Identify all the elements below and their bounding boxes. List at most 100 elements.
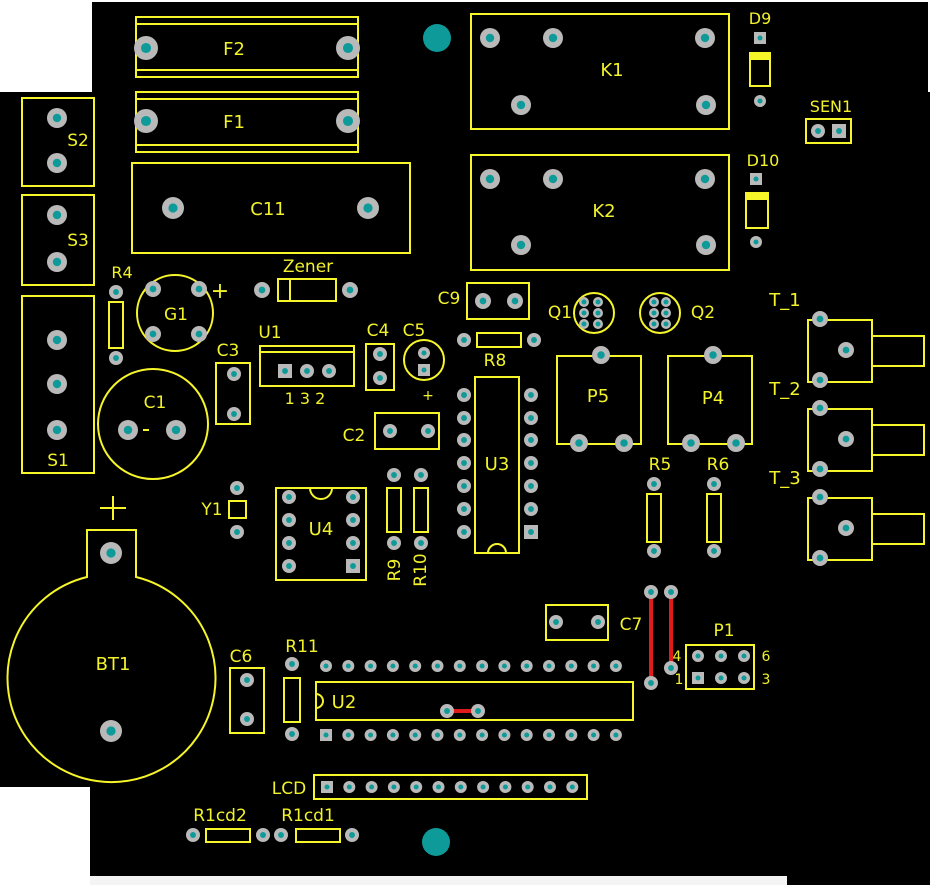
pad-hole (421, 367, 427, 373)
pad-hole (516, 240, 526, 250)
label-c6: C6 (230, 647, 253, 667)
diode-d10-band (745, 192, 769, 200)
connector-s3-outline (21, 194, 95, 286)
capacitor-c5-outline (403, 339, 445, 381)
label-d10: D10 (747, 151, 780, 170)
label-s2: S2 (67, 131, 89, 151)
pad-hole (597, 351, 605, 359)
pad-hole (390, 663, 396, 669)
pad-hole (369, 784, 375, 790)
pad-hole (651, 548, 657, 554)
pad-hole (418, 472, 424, 478)
pad-hole (195, 330, 203, 338)
label-p4: P4 (702, 388, 724, 409)
pad-hole (168, 203, 178, 213)
pad-hole (418, 540, 424, 546)
capacitor-c9-outline (466, 282, 530, 320)
pad-hole (387, 428, 393, 434)
label-r10: R10 (411, 553, 431, 586)
pad-hole (501, 663, 507, 669)
pad-hole (718, 653, 724, 659)
pad-hole (581, 310, 587, 316)
mounting-hole-top (423, 24, 451, 52)
pad-hole (231, 411, 237, 417)
connector-t3-tab (871, 513, 925, 545)
pad-hole (258, 286, 266, 294)
pad-hole (816, 404, 824, 412)
pad-hole (569, 784, 575, 790)
pad-hole (286, 494, 292, 500)
pad-hole (363, 203, 373, 213)
pad-hole (425, 428, 431, 434)
pad-hole (546, 663, 552, 669)
label-p1-pin3: 3 (762, 672, 771, 688)
pad-hole (479, 663, 485, 669)
resistor-r5-body (646, 493, 662, 543)
pad-hole (701, 240, 711, 250)
pad-hole (289, 731, 295, 737)
pad-hole (613, 732, 619, 738)
resistor-r11-body (283, 677, 301, 723)
pad-hole (741, 653, 747, 659)
label-r1cd2: R1cd2 (193, 806, 247, 826)
label-c5: C5 (403, 321, 426, 341)
capacitor-c6-outline (229, 667, 265, 734)
fuse-f2-pad-hole (140, 42, 152, 54)
pad-hole (391, 540, 397, 546)
pad-hole (346, 286, 354, 294)
ic-u3-notch (487, 543, 507, 554)
pad-hole (741, 675, 747, 681)
label-t-2: T_2 (768, 379, 800, 400)
pad-hole (528, 392, 534, 398)
pad-hole (444, 708, 450, 714)
fuse-f2-pad-hole (342, 42, 354, 54)
pad-hole (286, 517, 292, 523)
resistor-r6-body (706, 493, 722, 543)
pad-hole (457, 663, 463, 669)
pad-hole (461, 415, 467, 421)
pad-hole (842, 524, 850, 532)
pad-hole (435, 784, 442, 790)
pad-hole (391, 784, 397, 790)
pad-hole (434, 732, 441, 738)
pad-hole (581, 299, 587, 305)
pad-hole (350, 517, 356, 523)
diode-pad-hole (753, 239, 759, 245)
pad-hole (651, 321, 657, 327)
pad-hole (613, 663, 619, 669)
pad-hole (106, 726, 116, 736)
label-d9: D9 (749, 9, 772, 28)
label-p5: P5 (587, 386, 609, 407)
pad-hole (368, 732, 374, 738)
pad-hole (323, 732, 329, 738)
pad-hole (286, 563, 292, 569)
connector-lcd-outline (313, 774, 588, 800)
pad-hole (591, 663, 597, 669)
label-c2: C2 (343, 426, 366, 446)
pad-hole (525, 784, 531, 790)
pad-hole (815, 128, 821, 134)
transistor-q2-outline (639, 292, 681, 334)
label-c5-plus: + (422, 388, 434, 404)
pad-hole (591, 732, 597, 738)
label-c1: C1 (144, 393, 167, 413)
pad-hole (190, 832, 196, 838)
pad-hole (516, 100, 526, 110)
pad-hole (700, 174, 710, 184)
pad-hole (323, 663, 329, 669)
pad-hole (461, 437, 467, 443)
pad-hole (149, 285, 157, 293)
pad-hole (326, 368, 332, 374)
pad-hole (663, 310, 669, 316)
resistor-r10-body (413, 487, 429, 533)
pad-hole (816, 465, 824, 473)
connector-s1-outline (21, 295, 95, 474)
pad-hole (346, 784, 352, 790)
capacitor-c2-outline (374, 412, 440, 450)
pad-hole (52, 379, 62, 389)
label-p1-pin4: 4 (673, 649, 682, 665)
pad-hole (234, 529, 240, 535)
pad-hole (231, 371, 237, 377)
pad-hole (350, 563, 356, 569)
label-r5: R5 (649, 455, 672, 475)
